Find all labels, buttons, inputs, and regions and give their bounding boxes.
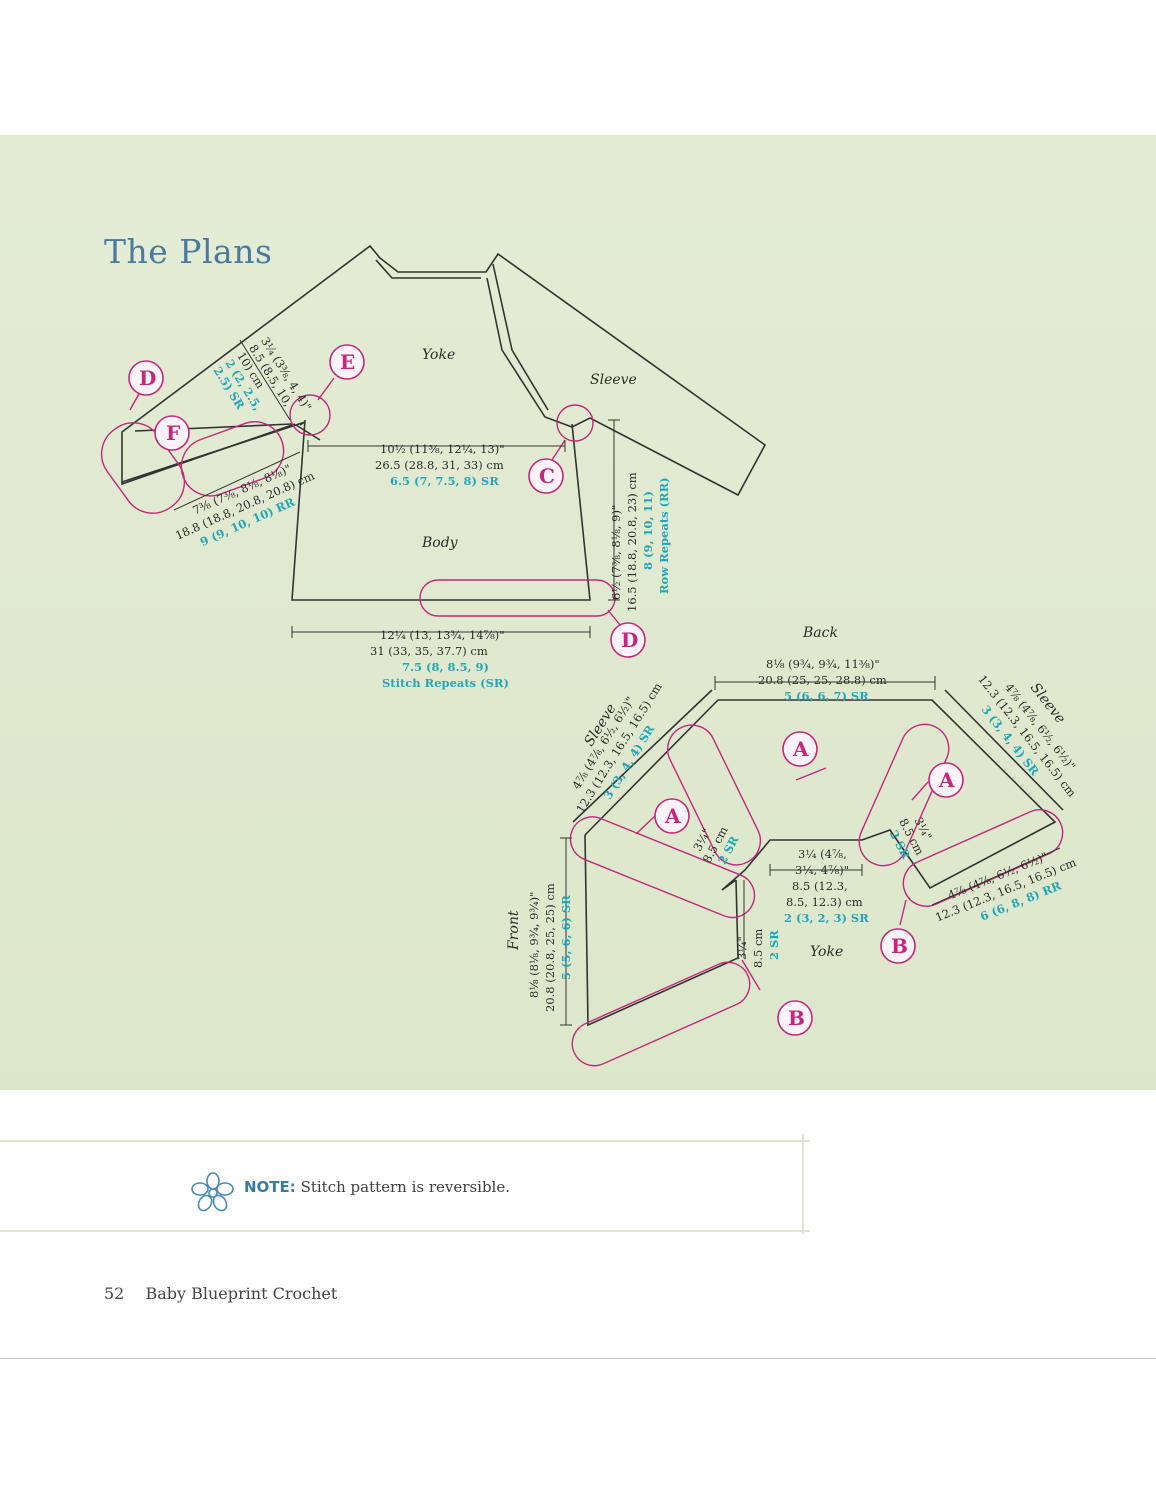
svg-text:20.8 (20.8, 25, 25) cm: 20.8 (20.8, 25, 25) cm xyxy=(543,883,557,1012)
front-width-dims: 8⅛ (8⅛, 9¾, 9¾)" 20.8 (20.8, 25, 25) cm … xyxy=(527,883,573,1012)
hem-width-sr: 7.5 (8, 8.5, 9) xyxy=(402,660,489,674)
page-background-panel xyxy=(0,135,1156,1090)
svg-text:2 SR: 2 SR xyxy=(767,930,781,960)
label-back: Back xyxy=(802,625,838,641)
neck-width-sr: 2 (3, 2, 3) SR xyxy=(784,911,869,925)
page-number: 52 xyxy=(104,1284,125,1303)
body-length-dims: 6½ (7⅜, 8⅛, 9)" 16.5 (18.8, 20.8, 23) cm… xyxy=(609,472,671,612)
svg-text:16.5 (18.8, 20.8, 23) cm: 16.5 (18.8, 20.8, 23) cm xyxy=(625,472,639,612)
svg-text:D: D xyxy=(621,628,638,652)
svg-text:8.5 cm: 8.5 cm xyxy=(751,929,765,968)
back-width-in: 8⅛ (9¾, 9¾, 11⅜)" xyxy=(766,657,880,671)
chest-width-in: 10½ (11⅜, 12¼, 13)" xyxy=(380,442,505,456)
note-border-bottom xyxy=(0,1230,810,1232)
chest-width-cm: 26.5 (28.8, 31, 33) cm xyxy=(375,458,504,472)
callout-e: E xyxy=(329,344,365,380)
svg-text:C: C xyxy=(539,464,555,488)
neck-width-2: 3¼, 4⅞)" xyxy=(795,863,849,877)
callout-a-right: A xyxy=(928,762,964,798)
back-width-cm: 20.8 (25, 25, 28.8) cm xyxy=(758,673,887,687)
bottom-callout-shapes xyxy=(569,723,1064,1067)
callout-a-center: A xyxy=(782,731,818,767)
page-title: The Plans xyxy=(104,232,273,271)
sleeve-cuff-dims: 4⅞ (4⅞, 6½, 6½)" 12.3 (12.3, 16.5, 16.5)… xyxy=(933,849,1078,924)
svg-text:A: A xyxy=(792,737,809,761)
svg-text:Row Repeats (RR): Row Repeats (RR) xyxy=(657,477,671,594)
label-yoke-bottom: Yoke xyxy=(810,944,843,960)
panel-texture xyxy=(0,135,1156,1090)
svg-text:5 (5, 6, 6) SR: 5 (5, 6, 6) SR xyxy=(559,895,573,980)
top-dimension-lines xyxy=(173,339,620,638)
svg-text:B: B xyxy=(891,934,908,958)
callout-b-bottom: B xyxy=(777,1000,813,1036)
neck-width-1: 3¼ (4⅞, xyxy=(798,847,847,861)
bottom-yoke-outline xyxy=(572,689,1064,1027)
svg-text:A: A xyxy=(664,804,681,828)
chest-width-sr: 6.5 (7, 7.5, 8) SR xyxy=(390,474,499,488)
label-front: Front xyxy=(506,910,522,951)
hem-width-cm: 31 (33, 35, 37.7) cm xyxy=(370,644,488,658)
svg-text:8 (9, 10, 11): 8 (9, 10, 11) xyxy=(641,491,655,570)
page-footer: 52 Baby Blueprint Crochet xyxy=(104,1284,337,1303)
label-yoke: Yoke xyxy=(422,347,455,363)
bottom-dimension-lines xyxy=(560,676,1061,1026)
hem-width-sr-label: Stitch Repeats (SR) xyxy=(382,676,509,690)
svg-text:F: F xyxy=(166,421,180,445)
neck-width-4: 8.5, 12.3) cm xyxy=(786,895,863,909)
footer-rule xyxy=(0,1358,1156,1359)
sleeve-length-dims: 7⅜ (7⅜, 8⅛, 8⅛)" 18.8 (18.8, 20.8, 20.8)… xyxy=(173,461,316,549)
svg-text:A: A xyxy=(938,768,955,792)
svg-text:3¼": 3¼" xyxy=(735,936,749,960)
book-title: Baby Blueprint Crochet xyxy=(145,1284,338,1303)
hem-width-in: 12¼ (13, 13¾, 14⅞)" xyxy=(380,628,505,642)
callout-d-top: D xyxy=(128,360,164,396)
schematic-diagram: Yoke Sleeve Body 3¼ (3⅜, 4, 4)" 8.5 (8.5… xyxy=(100,244,1079,1067)
neck-width-3: 8.5 (12.3, xyxy=(792,879,848,893)
raglan-left-dims: 3¼" 8.5 cm 2 SR xyxy=(690,824,741,867)
callout-a-left: A xyxy=(654,798,690,834)
note: NOTE: Stitch pattern is reversible. xyxy=(244,1178,510,1196)
top-garment-outline xyxy=(121,244,767,601)
label-sleeve: Sleeve xyxy=(590,372,637,388)
note-border-right xyxy=(802,1134,804,1234)
svg-text:8⅛ (8⅛, 9¾, 9¾)": 8⅛ (8⅛, 9¾, 9¾)" xyxy=(527,892,541,998)
front-side-dims: 3¼" 8.5 cm 2 SR xyxy=(735,929,781,968)
note-label: NOTE: xyxy=(244,1178,296,1196)
note-text: Stitch pattern is reversible. xyxy=(300,1178,510,1196)
svg-text:E: E xyxy=(340,350,355,374)
callout-f: F xyxy=(154,415,190,451)
label-body: Body xyxy=(421,535,459,551)
back-width-sr: 5 (6, 6, 7) SR xyxy=(784,689,869,703)
note-border-top xyxy=(0,1140,810,1142)
flower-icon xyxy=(191,1172,234,1212)
callout-b-right: B xyxy=(880,928,916,964)
top-callout-shapes xyxy=(100,377,621,626)
callout-d-bottom: D xyxy=(610,622,646,658)
svg-text:B: B xyxy=(788,1006,805,1030)
svg-text:6½ (7⅜, 8⅛, 9)": 6½ (7⅜, 8⅛, 9)" xyxy=(609,505,623,600)
callout-c: C xyxy=(528,458,564,494)
right-sleeve-dims: 4⅞ (4⅞, 6½, 6½)" 12.3 (12.3, 16.5, 16.5)… xyxy=(975,672,1079,799)
svg-text:D: D xyxy=(139,366,156,390)
